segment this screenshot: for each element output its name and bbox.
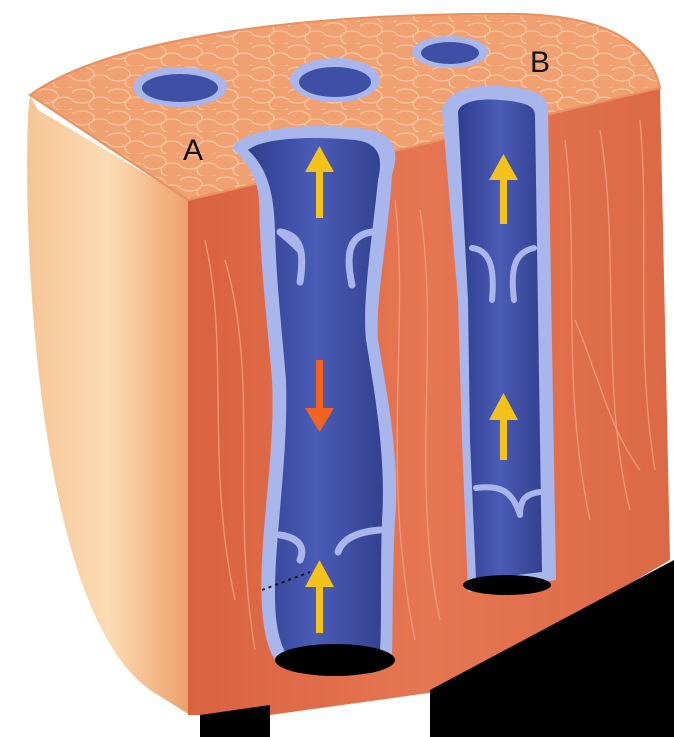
label-b: B [530,46,550,79]
label-a: A [183,134,203,167]
cylinder-side-surface [27,95,190,715]
